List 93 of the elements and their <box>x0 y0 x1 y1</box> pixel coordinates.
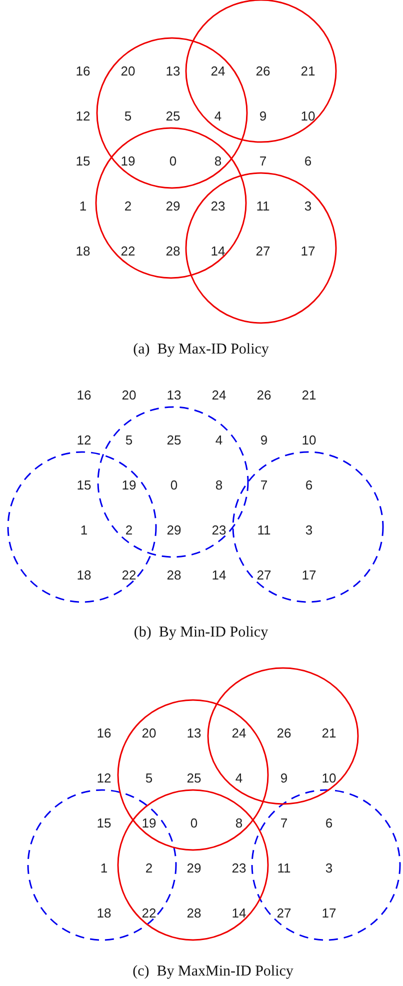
node-id: 21 <box>322 726 336 740</box>
node-id: 23 <box>212 524 226 536</box>
node-id: 26 <box>276 726 292 740</box>
node-id: 17 <box>300 244 316 258</box>
node-id: 27 <box>276 906 292 920</box>
node-id: 17 <box>302 568 316 582</box>
node-id: 12 <box>96 772 112 784</box>
subfigure-caption: (a) By Max-ID Policy <box>133 342 269 358</box>
node-id: 19 <box>142 816 156 830</box>
node-id: 1 <box>79 200 87 212</box>
node-id: 28 <box>186 906 202 920</box>
node-id: 8 <box>214 154 222 168</box>
node-id: 16 <box>96 726 112 740</box>
node-id: 13 <box>166 388 182 402</box>
node-id: 5 <box>125 434 133 446</box>
node-id: 20 <box>120 64 136 78</box>
node-id: 23 <box>232 862 246 874</box>
node-id: 9 <box>260 434 268 446</box>
node-id: 26 <box>256 64 270 78</box>
node-id: 6 <box>325 816 333 830</box>
node-id: 6 <box>305 478 313 492</box>
node-id: 4 <box>214 110 222 122</box>
node-id: 0 <box>169 154 177 168</box>
node-id: 15 <box>76 478 92 492</box>
node-id: 4 <box>215 434 223 446</box>
node-id: 22 <box>120 244 136 258</box>
node-id: 13 <box>166 64 180 78</box>
node-id: 4 <box>235 772 243 784</box>
node-id: 25 <box>166 434 182 446</box>
node-id: 5 <box>145 772 153 784</box>
node-id: 18 <box>96 906 112 920</box>
node-id: 20 <box>122 388 136 402</box>
node-id: 26 <box>256 388 272 402</box>
node-id: 7 <box>259 154 267 168</box>
node-id: 11 <box>256 200 270 212</box>
node-id: 28 <box>166 568 182 582</box>
subfigure-caption: (b) By Min-ID Policy <box>134 626 268 640</box>
node-id: 11 <box>277 862 291 874</box>
node-id: 16 <box>76 388 92 402</box>
node-id: 25 <box>186 772 202 784</box>
node-id: 2 <box>125 524 133 536</box>
node-id: 7 <box>260 478 268 492</box>
node-id: 2 <box>145 862 153 874</box>
node-id: 15 <box>76 154 90 168</box>
node-id: 12 <box>76 434 92 446</box>
node-id: 29 <box>166 524 182 536</box>
node-id: 7 <box>280 816 288 830</box>
node-id: 1 <box>80 524 88 536</box>
node-id: 24 <box>210 64 226 78</box>
node-id: 18 <box>76 568 92 582</box>
node-id: 22 <box>122 568 136 582</box>
node-id: 9 <box>280 772 288 784</box>
node-id: 14 <box>232 906 246 920</box>
node-id: 13 <box>186 726 202 740</box>
node-id: 27 <box>256 568 272 582</box>
node-id: 0 <box>190 816 198 830</box>
node-id: 20 <box>142 726 156 740</box>
node-id: 21 <box>300 64 316 78</box>
node-id: 24 <box>232 726 246 740</box>
node-id: 25 <box>166 110 180 122</box>
node-id: 11 <box>257 524 271 536</box>
node-id: 10 <box>302 434 316 446</box>
node-id: 19 <box>122 478 136 492</box>
node-id: 8 <box>235 816 243 830</box>
node-id: 22 <box>142 906 156 920</box>
node-id: 10 <box>322 772 336 784</box>
node-id: 3 <box>325 862 333 874</box>
node-id: 27 <box>256 244 270 258</box>
node-id: 29 <box>186 862 202 874</box>
node-id: 14 <box>212 568 226 582</box>
node-id: 3 <box>304 200 312 212</box>
node-id: 24 <box>212 388 226 402</box>
node-id: 18 <box>76 244 90 258</box>
node-id: 12 <box>76 110 90 122</box>
node-id: 16 <box>76 64 90 78</box>
node-id: 10 <box>300 110 316 122</box>
node-id: 14 <box>210 244 226 258</box>
node-id: 3 <box>305 524 313 536</box>
node-id: 15 <box>96 816 112 830</box>
node-id: 28 <box>166 244 180 258</box>
node-id: 9 <box>259 110 267 122</box>
node-id: 1 <box>100 862 108 874</box>
node-id: 5 <box>124 110 132 122</box>
node-id: 2 <box>124 200 132 212</box>
node-id: 19 <box>120 154 136 168</box>
node-id: 17 <box>322 906 336 920</box>
node-id: 8 <box>215 478 223 492</box>
node-id: 29 <box>166 200 180 212</box>
node-id: 0 <box>170 478 178 492</box>
subfigure-caption: (c) By MaxMin-ID Policy <box>132 964 294 980</box>
node-id: 21 <box>302 388 316 402</box>
node-id: 23 <box>210 200 226 212</box>
node-id: 6 <box>304 154 312 168</box>
